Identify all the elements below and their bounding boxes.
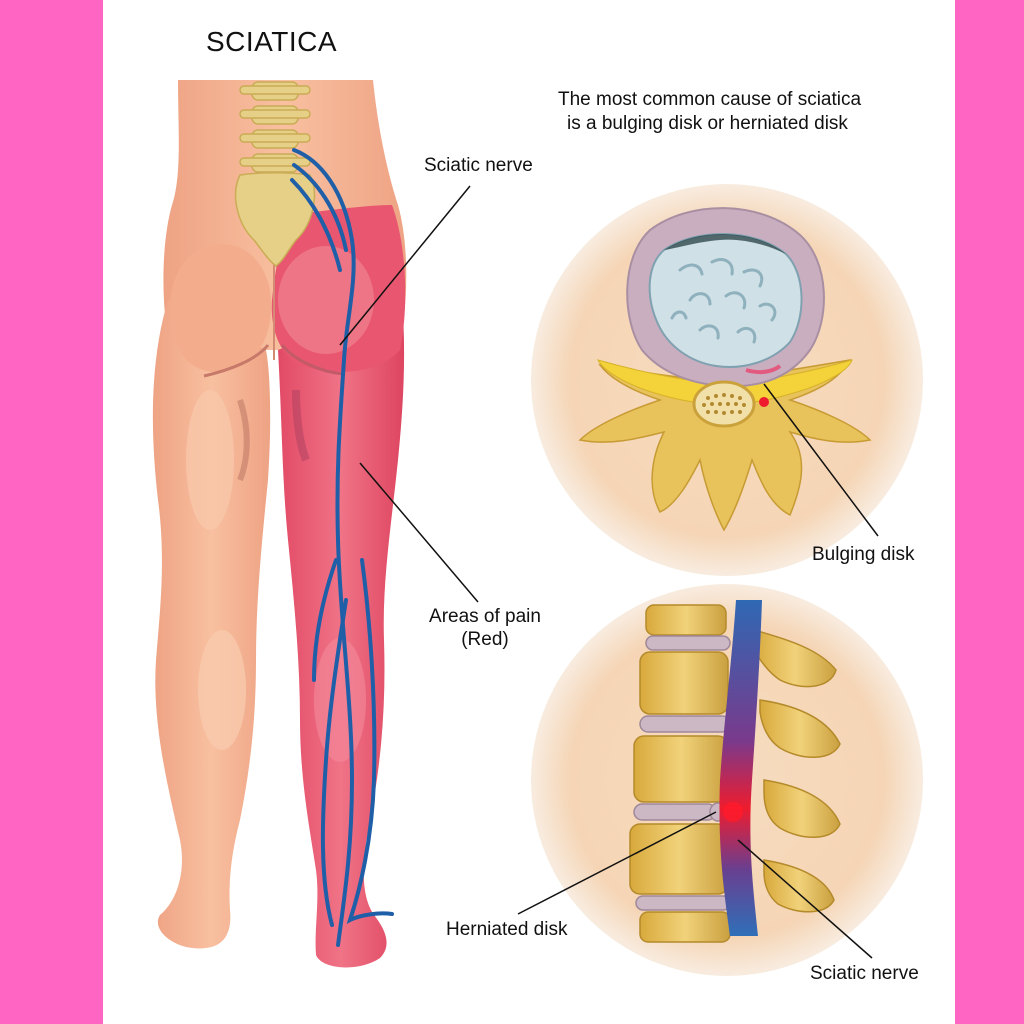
- vertebra-top-view: [578, 358, 872, 532]
- label-bulging-disk: Bulging disk: [812, 544, 915, 565]
- left-buttock: [170, 244, 272, 373]
- disk-nucleus-top-shadow: [664, 233, 786, 254]
- gluteal-fold-left: [203, 344, 270, 378]
- vertebral-bodies: [629, 604, 731, 943]
- left-leg: [152, 300, 271, 949]
- label-areas-of-pain: Areas of pain (Red): [415, 605, 555, 651]
- compressed-nerve-spot: [759, 397, 769, 407]
- leader-herniated-disk: [517, 811, 717, 915]
- body-figure: [152, 80, 407, 968]
- left-calf-shade: [198, 630, 246, 750]
- bulging-disk-inset: [531, 184, 923, 576]
- leader-sciatic-bottom: [737, 839, 873, 959]
- page-title: SCIATICA: [206, 26, 338, 57]
- spinal-canal: [692, 380, 756, 428]
- right-calf-shade: [314, 638, 366, 762]
- herniated-disk-inset: [531, 584, 923, 976]
- right-buttock-highlight: [278, 246, 374, 354]
- spinous-processes: [753, 629, 841, 913]
- leader-lines: [339, 185, 879, 959]
- label-areas-of-pain-line2: (Red): [461, 629, 509, 650]
- intro-line-2: is a bulging disk or herniated disk: [567, 113, 848, 134]
- intervertebral-disks: [633, 635, 731, 911]
- label-sciatic-nerve-bottom: Sciatic nerve: [810, 963, 919, 984]
- right-thigh-shadow: [292, 389, 310, 462]
- leader-sciatic-top: [339, 185, 471, 346]
- spinal-cord: [719, 600, 762, 936]
- label-herniated-disk: Herniated disk: [446, 919, 568, 940]
- leader-bulging-disk: [763, 383, 879, 537]
- label-areas-of-pain-line1: Areas of pain: [429, 606, 541, 627]
- left-thigh-shade: [186, 390, 234, 530]
- canal-dots: [702, 393, 746, 415]
- label-sciatic-nerve-top: Sciatic nerve: [424, 155, 533, 176]
- left-knee-shade: [237, 399, 250, 482]
- intro-line-1: The most common cause of sciatica: [558, 89, 862, 110]
- nucleus-texture: [670, 258, 777, 344]
- sciatic-nerve-path: [290, 148, 394, 947]
- gluteal-fold-right: [280, 344, 345, 376]
- pinch-point-red: [723, 802, 743, 822]
- sacrum: [234, 172, 316, 267]
- bulge-highlight: [745, 364, 782, 375]
- leader-areas-of-pain: [359, 462, 479, 603]
